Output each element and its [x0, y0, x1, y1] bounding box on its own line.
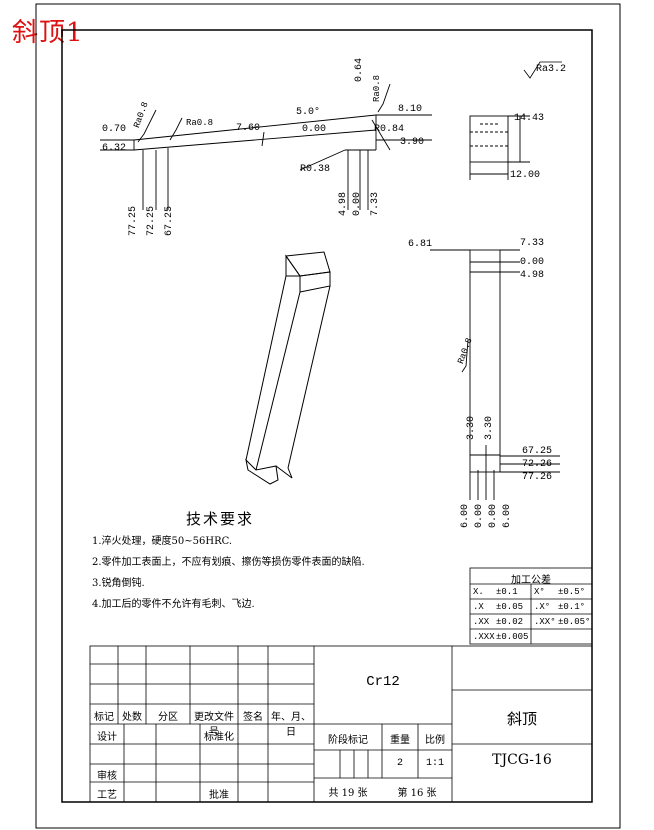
dim-side-g: 77.26 [522, 472, 553, 483]
tb-sign: 签名 [243, 712, 263, 723]
outer-frame [35, 3, 621, 829]
dim-front-v5: 0.00 [352, 191, 363, 216]
tol-r4-c1: .XXX [473, 632, 495, 642]
dim-side-e: 67.25 [522, 446, 553, 457]
roughness-front-3: Ra0.8 [372, 74, 382, 102]
tb-design: 设计 [97, 732, 117, 743]
tb-scale-label: 比例 [425, 735, 445, 746]
dim-front-b: 6.32 [102, 143, 127, 154]
tol-r1-c4: ±0.5° [558, 587, 586, 597]
tech-req-item-4: 4.加工后的零件不允许有毛刺、飞边. [92, 599, 255, 610]
tol-r2-c2: ±0.05 [496, 602, 524, 612]
tb-change-doc: 更改文件号 [194, 712, 234, 738]
dim-side-i: 3.30 [484, 415, 495, 440]
roughness-label-global: Ra3.2 [536, 64, 567, 75]
isometric-view [245, 251, 331, 485]
dim-front-d: 0.00 [302, 124, 327, 135]
dim-front-e: 0.64 [354, 57, 365, 82]
tb-sheet-no: 第 16 张 [397, 788, 437, 799]
tol-r1-c3: X° [534, 587, 545, 597]
dim-front-angle: 5.0° [296, 107, 321, 118]
tb-process: 工艺 [97, 790, 117, 801]
page-title: 斜顶1 [12, 18, 84, 48]
tech-req-item-3: 3.锐角倒钝. [92, 578, 145, 589]
dim-side-c: 0.00 [520, 257, 545, 268]
tb-standard: 标准化 [204, 732, 234, 743]
dim-front-c: 7.60 [236, 123, 261, 134]
tol-r3-c4: ±0.05° [558, 617, 591, 627]
tol-r2-c3: .X° [534, 602, 551, 612]
tol-r2-c1: .X [473, 602, 484, 612]
tb-approve: 批准 [209, 790, 229, 801]
tb-mark: 标记 [94, 712, 114, 723]
front-view [100, 83, 432, 210]
tb-weight-label: 重量 [390, 735, 410, 746]
dim-top-a: 14.43 [514, 113, 545, 124]
dim-side-a: 6.81 [408, 239, 433, 250]
tb-weight-value: 2 [396, 758, 403, 769]
tol-r1-c1: X. [473, 587, 484, 597]
dim-front-v1: 77.25 [128, 205, 139, 236]
tech-req-item-1: 1.淬火处理，硬度50~56HRC. [92, 536, 233, 547]
tb-part-name: 斜顶 [506, 710, 537, 728]
dim-front-v4: 4.98 [338, 191, 349, 216]
dim-front-a: 0.70 [102, 124, 127, 135]
roughness-symbol-global [523, 61, 562, 79]
dim-side-f: 72.26 [522, 459, 553, 470]
dim-front-i: R0.38 [300, 164, 331, 175]
dim-side-l: 0.00 [488, 503, 499, 528]
tol-r3-c1: .XX [473, 617, 490, 627]
tech-req-item-2: 2.零件加工表面上，不应有划痕、擦伤等损伤零件表面的缺陷. [92, 557, 365, 568]
dim-front-v3: 67.25 [164, 205, 175, 236]
dim-front-v2: 72.25 [146, 205, 157, 236]
dim-front-f: 8.10 [398, 104, 423, 115]
tb-count: 处数 [122, 712, 142, 723]
tb-date: 年、月、日 [271, 712, 311, 738]
tb-drawing-no: TJCG-16 [492, 752, 552, 768]
tolerance-table-grid [469, 567, 593, 645]
dim-top-b: 12.00 [510, 170, 541, 181]
tb-review: 审核 [97, 771, 117, 782]
tolerance-title: 加工公差 [511, 575, 551, 586]
tol-r4-c2: ±0.005 [496, 632, 529, 642]
tech-req-title: 技术要求 [186, 510, 255, 528]
tb-zone: 分区 [158, 712, 178, 723]
dim-front-h: 3.90 [400, 137, 425, 148]
side-view [430, 249, 560, 500]
tol-r3-c3: .XX° [534, 617, 556, 627]
roughness-front-2: Ra0.8 [186, 118, 214, 128]
tb-material: Cr12 [366, 674, 400, 690]
dim-side-b: 7.33 [520, 238, 545, 249]
tb-scale-value: 1:1 [425, 758, 444, 769]
dim-side-k: 0.00 [474, 503, 485, 528]
dim-side-m: 6.00 [502, 503, 513, 528]
top-view [469, 115, 530, 180]
dim-front-g: R0.84 [374, 124, 405, 135]
dim-side-d: 4.98 [520, 270, 545, 281]
tol-r1-c2: ±0.1 [496, 587, 518, 597]
tb-stage: 阶段标记 [328, 735, 368, 746]
tb-sheets-total: 共 19 张 [328, 788, 368, 799]
title-block-grid [89, 645, 593, 803]
dim-side-j: 6.00 [460, 503, 471, 528]
dim-front-v6: 7.33 [370, 191, 381, 216]
tol-r3-c2: ±0.02 [496, 617, 524, 627]
dim-side-h: 3.30 [466, 415, 477, 440]
tol-r2-c4: ±0.1° [558, 602, 586, 612]
